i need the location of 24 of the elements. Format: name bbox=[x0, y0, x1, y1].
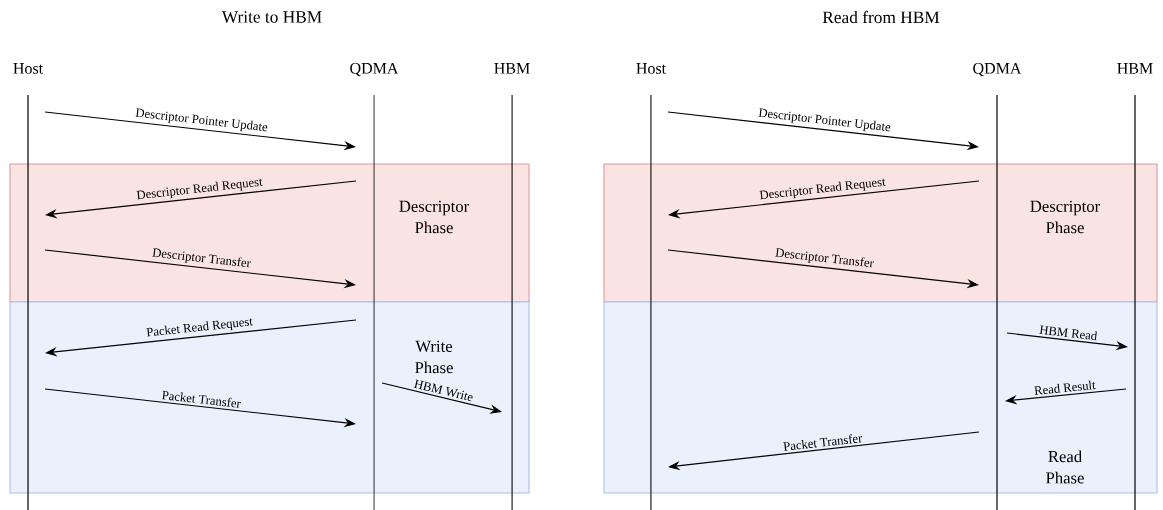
panel-label: Read from HBM bbox=[822, 10, 940, 24]
panel-label: Write to HBM bbox=[221, 11, 322, 23]
edge-label: HBM Read bbox=[1039, 325, 1097, 341]
edge-label: Descriptor Read Request bbox=[136, 178, 263, 200]
phase-label: Read Phase bbox=[1046, 450, 1084, 484]
edge-label: Packet Transfer bbox=[161, 390, 241, 408]
edge-label: Descriptor Read Request bbox=[759, 178, 886, 200]
lifeline: QDMA bbox=[973, 63, 1022, 510]
lifeline: QDMA bbox=[350, 63, 399, 510]
lifeline: Host bbox=[13, 63, 44, 510]
lifeline: Host bbox=[636, 63, 666, 510]
edge-label: Descriptor Pointer Update bbox=[135, 108, 268, 132]
edge-label: Descriptor Transfer bbox=[775, 248, 874, 268]
phase-label: Descriptor Phase bbox=[1030, 200, 1100, 234]
edge-label: Descriptor Pointer Update bbox=[758, 108, 891, 132]
edge-label: Descriptor Transfer bbox=[152, 248, 251, 268]
lifeline: HBM bbox=[1117, 63, 1153, 510]
lifeline: HBM bbox=[494, 63, 530, 510]
edge-label: Packet Transfer bbox=[783, 434, 862, 451]
edge-label: HBM Write bbox=[413, 379, 473, 402]
edge-label: Read Result bbox=[1034, 380, 1096, 395]
phase-label: Descriptor Phase bbox=[399, 200, 470, 234]
edge-label: Packet Read Request bbox=[146, 318, 253, 337]
phase-label: Write Phase bbox=[415, 340, 453, 374]
